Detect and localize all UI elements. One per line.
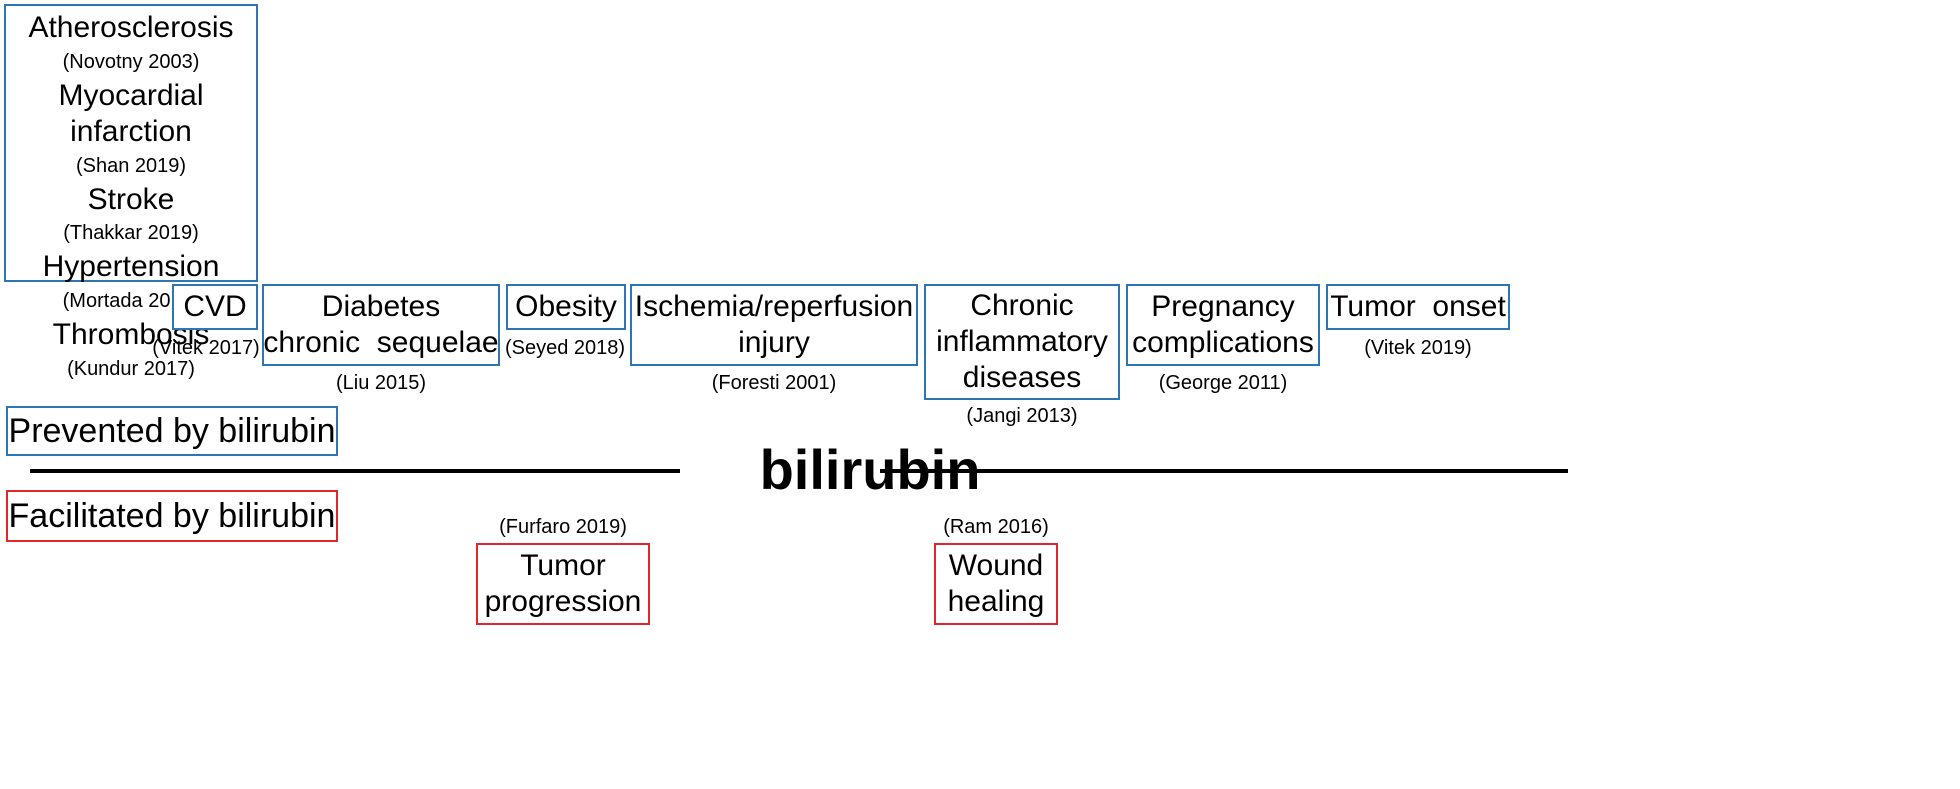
diabetes-ref: (Liu 2015) [335,372,427,394]
wound-healing-ref: (Ram 2016) [943,516,1049,538]
inflammatory-ref: (Jangi 2013) [966,405,1078,427]
tumor-onset-ref: (Vitek 2019) [1364,337,1472,359]
tumor-onset-box: Tumor onset [1326,284,1510,330]
inflammatory-label-line1: Chronic [970,289,1074,322]
tumor-progression-ref: (Furfaro 2019) [499,516,627,538]
diabetes-label-line2: chronic sequelae [263,326,499,359]
ischemia-label-line1: Ischemia/reperfusion [634,290,914,323]
pregnancy-label-line2: complications [1132,326,1314,359]
axis-line-right [880,469,1568,473]
thrombosis-ref: (Kundur 2017) [67,357,195,380]
facilitated-legend: Facilitated by bilirubin [6,490,338,542]
atherosclerosis-label: Atherosclerosis [28,11,234,44]
pregnancy-box: Pregnancy complications [1126,284,1320,366]
obesity-box: Obesity [506,284,626,330]
prevented-legend: Prevented by bilirubin [6,406,338,456]
myocardial-infarction-ref: (Shan 2019) [75,154,187,177]
hypertension-ref: (Mortada 2017) [62,289,200,312]
ischemia-ref: (Foresti 2001) [711,372,837,394]
diabetes-label-line1: Diabetes [321,290,441,323]
cvd-label: CVD [183,290,247,323]
stroke-label: Stroke [87,182,175,216]
inflammatory-label-line2: inflammatory [936,325,1108,358]
prevented-legend-label: Prevented by bilirubin [8,411,336,450]
wound-healing-label-line2: healing [947,585,1045,618]
atherosclerosis-ref: (Novotny 2003) [62,50,200,73]
pregnancy-label-line1: Pregnancy [1151,290,1295,323]
ischemia-label-line2: injury [738,326,810,359]
tumor-progression-label-line1: Tumor [520,549,606,582]
cvd-box: CVD [172,284,258,330]
facilitated-legend-label: Facilitated by bilirubin [8,496,336,535]
myocardial-infarction-label: Myocardial infarction [58,78,204,149]
stroke-ref: (Thakkar 2019) [63,222,199,245]
wound-healing-box: Wound healing [934,543,1058,625]
inflammatory-box: Chronic inflammatory diseases [924,284,1120,400]
cvd-detail-box: Atherosclerosis (Novotny 2003) Myocardia… [4,4,258,380]
diabetes-box: Diabetes chronic sequelae [262,284,500,366]
cvd-ref: (Vitek 2017) [152,337,260,359]
inflammatory-label-line3: diseases [962,361,1082,394]
ischemia-box: Ischemia/reperfusion injury [630,284,918,366]
obesity-ref: (Seyed 2018) [504,337,626,359]
tumor-progression-box: Tumor progression [476,543,650,625]
wound-healing-label-line1: Wound [948,549,1044,582]
axis-line-left [30,469,680,473]
tumor-progression-label-line2: progression [484,585,642,618]
obesity-label: Obesity [515,290,617,323]
pregnancy-ref: (George 2011) [1158,372,1288,394]
tumor-onset-label: Tumor onset [1330,290,1506,323]
hypertension-label: Hypertension [42,250,220,284]
